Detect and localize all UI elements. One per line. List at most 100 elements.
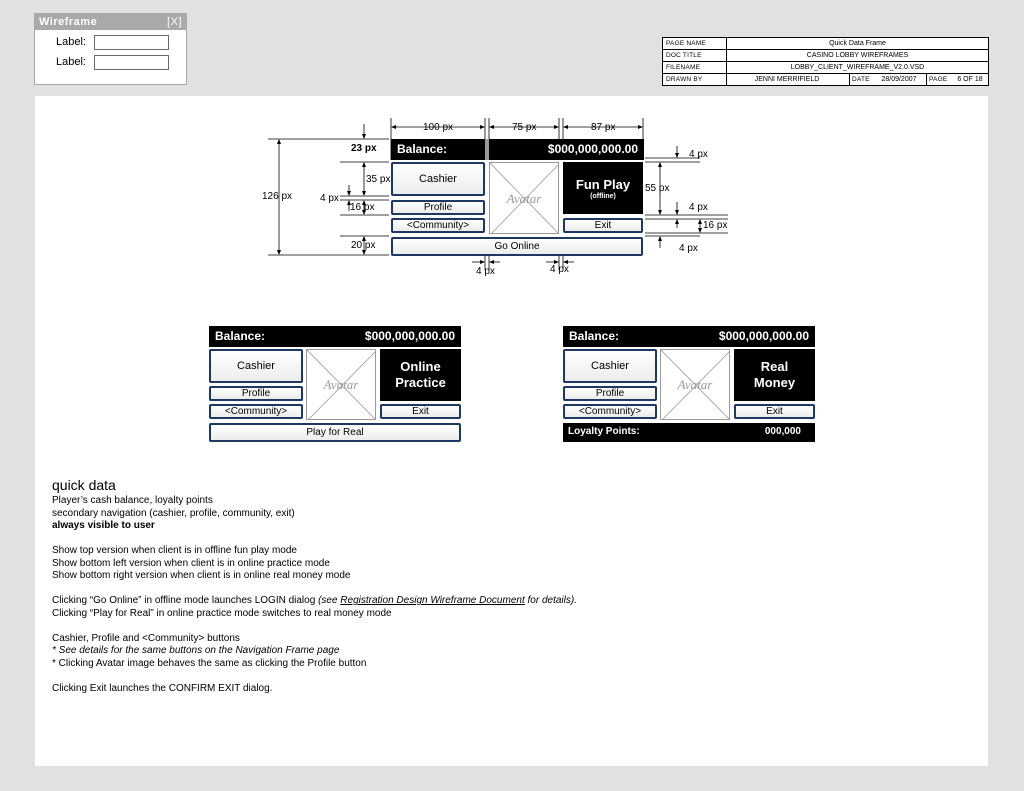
practice-balance-bar: Balance: $000,000,000.00 [209, 326, 461, 347]
play-for-real-button[interactable]: Play for Real [209, 423, 461, 442]
dim-height-23: 23 px [351, 143, 377, 154]
notes-heading: quick data [52, 477, 116, 493]
drawn-by-value: JENNI MERRIFIELD [754, 76, 820, 83]
avatar-label: Avatar [323, 377, 359, 392]
note-line: secondary navigation (cashier, profile, … [52, 507, 295, 519]
balance-value: $000,000,000.00 [364, 329, 455, 343]
mode-line-2: Money [753, 375, 796, 390]
dim-gap-4-top-right: 4 px [689, 149, 708, 160]
wireframe-panel: Wireframe [X] Label: Label: [34, 13, 187, 85]
note-line: * Clicking Avatar image behaves the same… [52, 657, 367, 669]
date-label: DATE [852, 76, 870, 83]
mode-title: Fun Play [575, 177, 631, 192]
community-button[interactable]: <Community> [209, 404, 303, 419]
dim-height-16: 16 px [350, 202, 375, 213]
note-line: Player’s cash balance, loyalty points [52, 495, 213, 506]
dim-gap-4-left: 4 px [320, 193, 339, 204]
loyalty-points-bar: Loyalty Points: 000,000 [563, 423, 815, 442]
community-button[interactable]: <Community> [563, 404, 657, 419]
avatar-image[interactable]: Avatar [489, 162, 559, 234]
dim-width-87: 87 px [591, 122, 616, 133]
fun-play-mode-indicator: Fun Play (offline) [563, 162, 643, 214]
note-text: (see [318, 595, 341, 606]
avatar-label: Avatar [506, 191, 542, 206]
avatar-image[interactable]: Avatar [660, 349, 730, 420]
text-field-1[interactable] [94, 35, 169, 50]
title-block: PAGE NAME Quick Data Frame DOC TITLE CAS… [662, 37, 989, 86]
avatar-label: Avatar [677, 377, 713, 392]
balance-label: Balance: [569, 329, 620, 343]
filename-label: FILENAME [666, 64, 701, 71]
date-value: 28/09/2007 [881, 76, 917, 83]
notes-section: quick data Player’s cash balance, loyalt… [52, 477, 752, 695]
avatar-placeholder-icon [307, 350, 375, 419]
balance-label: Balance: [215, 329, 266, 343]
wireframe-panel-title: Wireframe [39, 16, 98, 28]
note-line: Cashier, Profile and <Community> buttons [52, 632, 240, 644]
dim-width-100: 100 px [423, 122, 454, 133]
cashier-button[interactable]: Cashier [391, 162, 485, 196]
dim-height-20: 20 px [351, 240, 376, 251]
offline-balance-bar: Balance: $000,000,000.00 [391, 139, 644, 160]
cashier-button[interactable]: Cashier [563, 349, 657, 383]
balance-value: $000,000,000.00 [547, 142, 638, 156]
real-money-mode-indicator: Real Money [734, 349, 815, 401]
exit-button[interactable]: Exit [563, 218, 643, 233]
dim-gap-4-bottom-left: 4 px [476, 266, 495, 277]
online-practice-mode-indicator: Online Practice [380, 349, 461, 401]
note-line: Clicking “Play for Real” in online pract… [52, 607, 392, 619]
balance-value: $000,000,000.00 [718, 329, 809, 343]
title-row-page-name: PAGE NAME Quick Data Frame [663, 38, 988, 50]
avatar-placeholder-icon [661, 350, 729, 419]
title-row-doc-title: DOC TITLE CASINO LOBBY WIREFRAMES [663, 50, 988, 62]
page-label: PAGE [929, 76, 948, 83]
wireframe-panel-header: Wireframe [X] [35, 14, 186, 30]
exit-button[interactable]: Exit [380, 404, 461, 419]
field-label-2: Label: [56, 56, 86, 68]
mode-line-2: Practice [395, 375, 446, 390]
dim-gap-4-bottom-right: 4 px [679, 243, 698, 254]
dim-height-126: 126 px [262, 191, 293, 202]
note-line: Clicking Exit launches the CONFIRM EXIT … [52, 682, 273, 694]
avatar-placeholder-icon [490, 163, 558, 233]
close-button[interactable]: [X] [167, 16, 182, 28]
doc-title-value: CASINO LOBBY WIREFRAMES [806, 52, 909, 59]
note-line: Show bottom left version when client is … [52, 557, 330, 569]
filename-value: LOBBY_CLIENT_WIREFRAME_V2.0.VSD [790, 64, 925, 71]
balance-label: Balance: [397, 142, 448, 156]
doc-title-label: DOC TITLE [666, 52, 702, 59]
note-line-go-online: Clicking “Go Online” in offline mode lau… [52, 595, 752, 608]
loyalty-points-value: 000,000 [764, 426, 801, 437]
realmoney-balance-bar: Balance: $000,000,000.00 [563, 326, 815, 347]
go-online-button[interactable]: Go Online [391, 237, 643, 256]
balance-bar-divider [485, 139, 489, 160]
page-value: 6 OF 18 [957, 76, 983, 83]
dim-height-55: 55 px [645, 183, 670, 194]
dim-height-16-right: 16 px [703, 220, 728, 231]
loyalty-points-label: Loyalty Points: [568, 426, 640, 437]
mode-subtitle: (offline) [590, 193, 616, 200]
profile-button[interactable]: Profile [209, 386, 303, 401]
cashier-button[interactable]: Cashier [209, 349, 303, 383]
page-name-value: Quick Data Frame [829, 40, 886, 47]
dim-height-35: 35 px [366, 174, 391, 185]
drawn-by-label: DRAWN BY [666, 76, 703, 83]
title-row-filename: FILENAME LOBBY_CLIENT_WIREFRAME_V2.0.VSD [663, 62, 988, 74]
note-line-italic: * See details for the same buttons on th… [52, 645, 340, 656]
exit-button[interactable]: Exit [734, 404, 815, 419]
mode-line-1: Real [760, 359, 789, 374]
profile-button[interactable]: Profile [563, 386, 657, 401]
page-name-label: PAGE NAME [666, 40, 706, 47]
profile-button[interactable]: Profile [391, 200, 485, 215]
text-field-2[interactable] [94, 55, 169, 70]
registration-doc-link[interactable]: Registration Design Wireframe Document [340, 595, 525, 606]
note-text: for details). [524, 595, 577, 606]
field-label-1: Label: [56, 36, 86, 48]
dim-gap-4-bottom-mid: 4 px [550, 264, 569, 275]
dim-width-75: 75 px [512, 122, 537, 133]
community-button[interactable]: <Community> [391, 218, 485, 233]
note-text: Clicking “Go Online” in offline mode lau… [52, 595, 319, 606]
avatar-image[interactable]: Avatar [306, 349, 376, 420]
title-row-drawn-by: DRAWN BY JENNI MERRIFIELD DATE 28/09/200… [663, 74, 988, 85]
mode-line-1: Online [400, 359, 441, 374]
